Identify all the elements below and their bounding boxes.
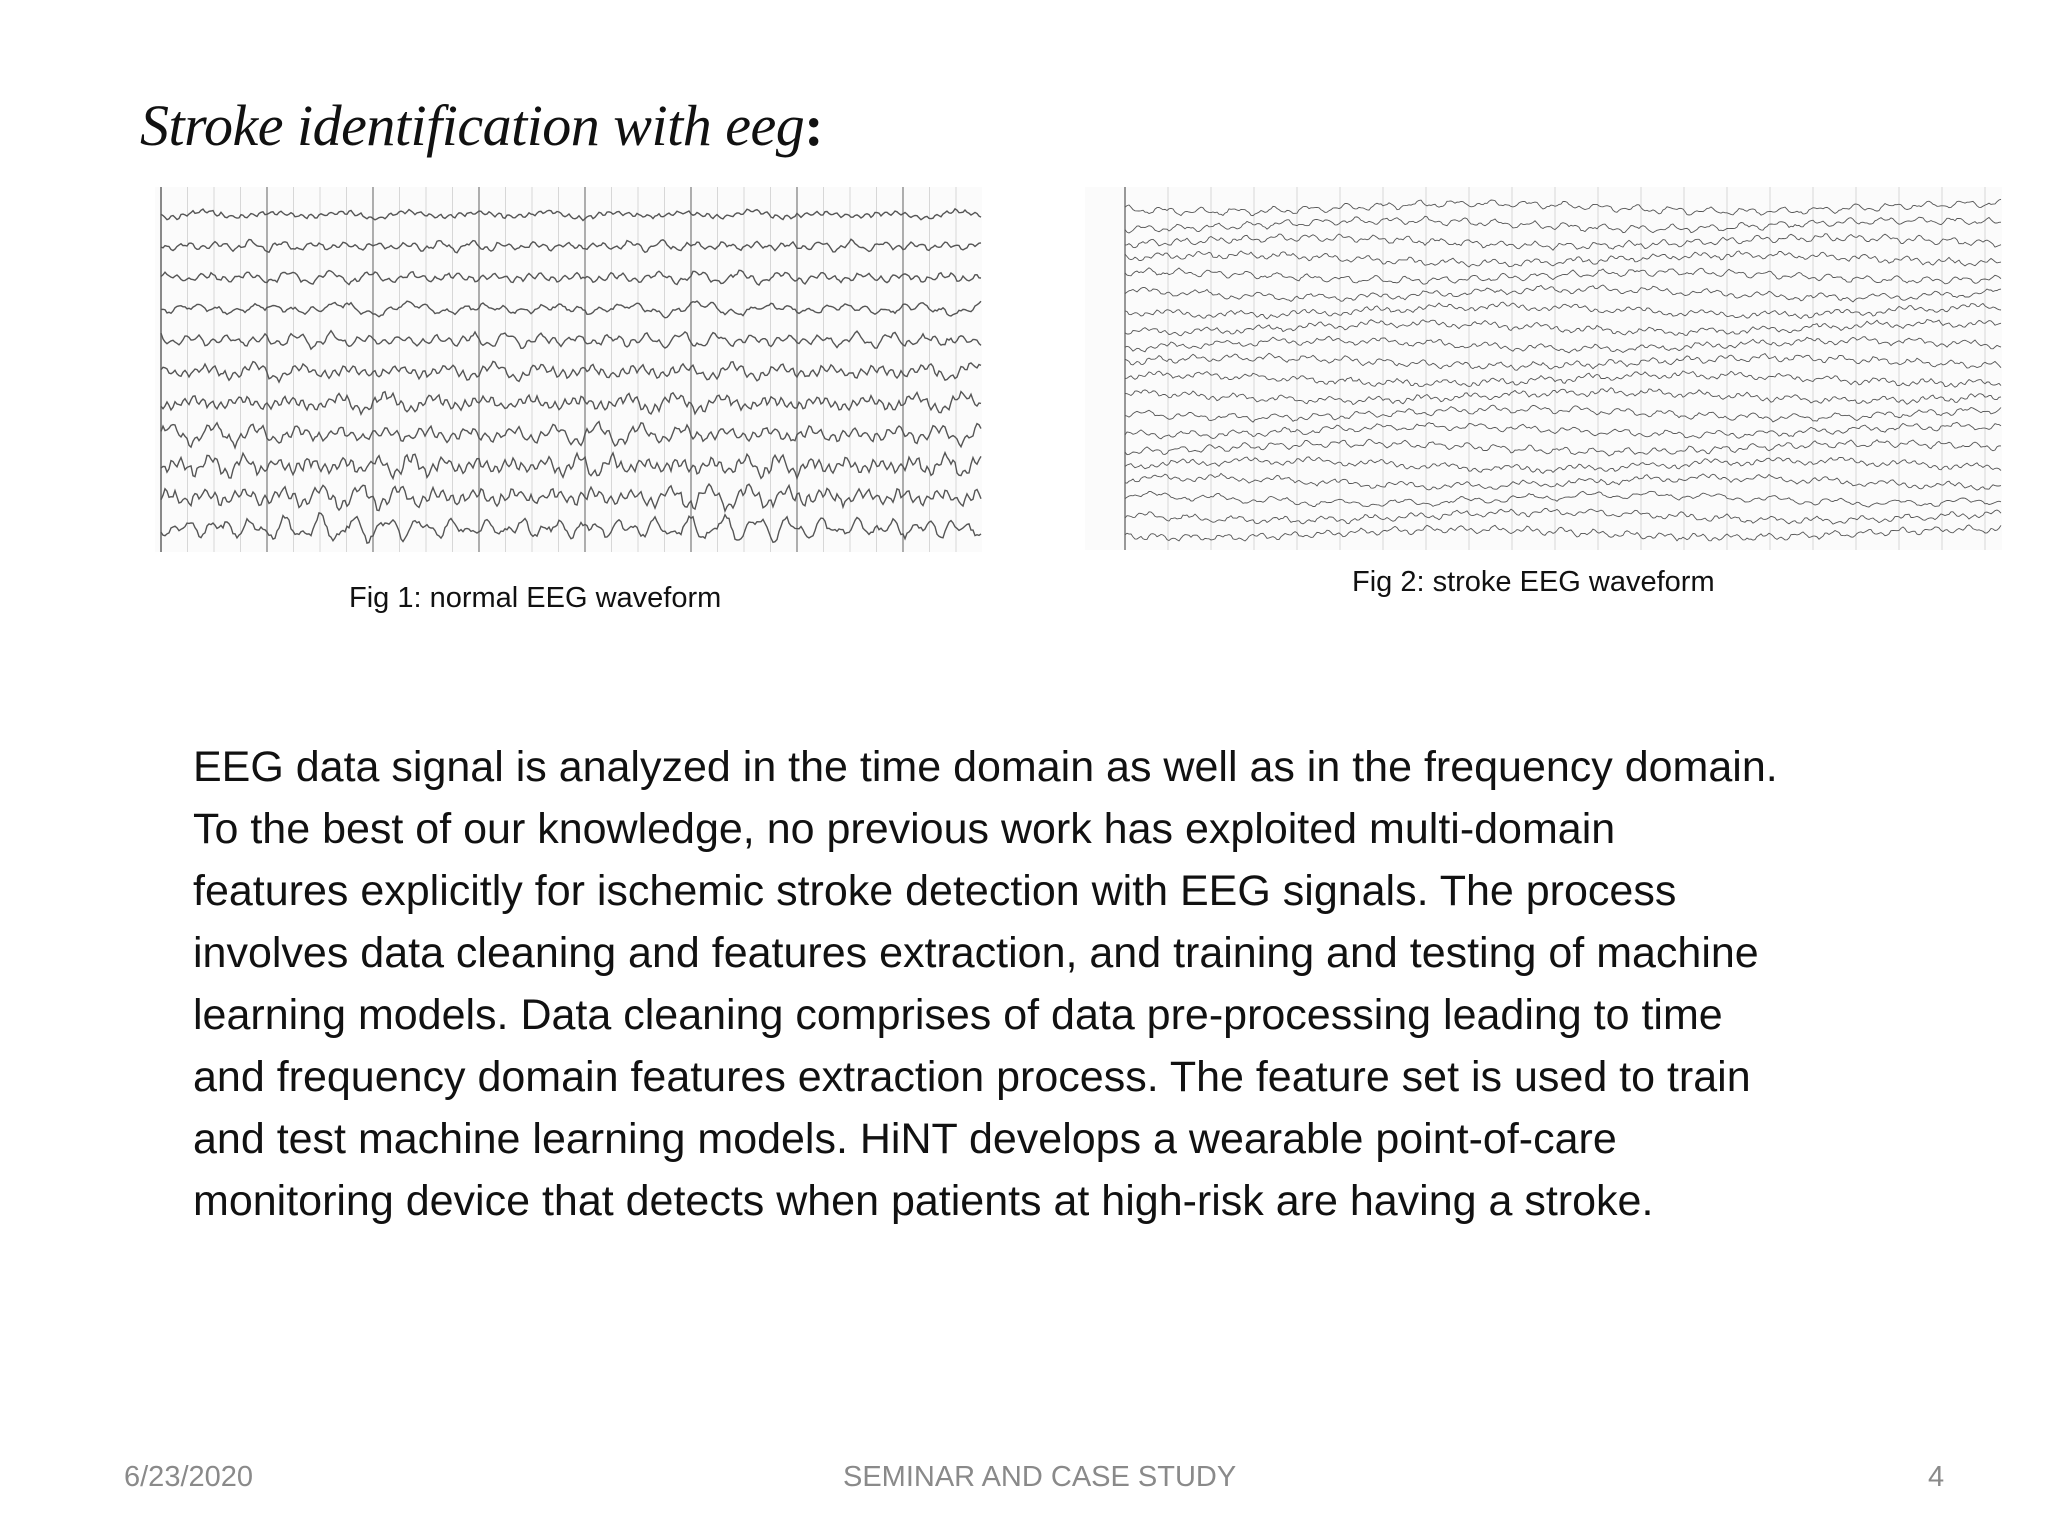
eeg-trace: [1124, 318, 2002, 337]
eeg-trace: [1124, 404, 2002, 423]
figure-normal-eeg: [155, 187, 982, 552]
eeg-trace: [1124, 250, 2002, 268]
eeg-trace: [160, 360, 982, 384]
eeg-trace: [160, 207, 982, 222]
figure-stroke-eeg: [1085, 187, 2002, 550]
footer-page-number: 4: [1928, 1461, 1945, 1493]
eeg-trace: [1124, 284, 2002, 303]
footer-date: 6/23/2020: [124, 1461, 254, 1493]
eeg-trace: [160, 512, 982, 544]
eeg-trace: [1124, 507, 2002, 525]
normal-eeg-waveform-image: [160, 187, 982, 552]
figure-2-caption: Fig 2: stroke EEG waveform: [1352, 566, 1715, 598]
eeg-trace: [160, 450, 982, 481]
eeg-trace: [160, 390, 982, 417]
eeg-trace: [1124, 524, 2002, 542]
eeg-trace: [1124, 421, 2002, 440]
eeg-trace: [160, 238, 982, 254]
figure-1-caption: Fig 1: normal EEG waveform: [349, 582, 722, 614]
eeg-trace: [1124, 198, 2002, 217]
eeg-trace: [1124, 301, 2002, 320]
eeg-trace: [1124, 267, 2002, 285]
eeg-trace: [1124, 456, 2002, 474]
body-line: and frequency domain features extraction…: [193, 1053, 1751, 1101]
eeg-trace: [1124, 387, 2002, 406]
eeg-trace: [1124, 472, 2002, 491]
eeg-trace: [1124, 352, 2002, 371]
eeg-trace: [1124, 438, 2002, 457]
body-line: monitoring device that detects when pati…: [193, 1177, 1654, 1225]
body-line: and test machine learning models. HiNT d…: [193, 1115, 1617, 1163]
stroke-eeg-waveform-image: [1124, 187, 2002, 550]
eeg-trace: [160, 482, 982, 514]
body-line: To the best of our knowledge, no previou…: [193, 805, 1616, 853]
slide-title-text: Stroke identification with eeg: [140, 93, 805, 158]
slide-title: Stroke identification with eeg:: [140, 92, 824, 159]
eeg-trace: [160, 420, 982, 450]
eeg-trace: [1124, 335, 2002, 354]
eeg-trace: [1124, 370, 2002, 388]
body-line: learning models. Data cleaning comprises…: [193, 991, 1723, 1039]
eeg-trace: [160, 269, 982, 286]
slide-title-colon: :: [804, 93, 824, 158]
body-line: EEG data signal is analyzed in the time …: [193, 743, 1778, 791]
body-line: involves data cleaning and features extr…: [193, 929, 1759, 977]
eeg-trace: [160, 329, 982, 351]
body-line: features explicitly for ischemic stroke …: [193, 867, 1677, 915]
eeg-trace: [1124, 233, 2002, 251]
body-paragraph: EEG data signal is analyzed in the time …: [193, 736, 1943, 1232]
footer-title: SEMINAR AND CASE STUDY: [843, 1461, 1237, 1493]
eeg-trace: [160, 300, 982, 319]
eeg-trace: [1124, 215, 2002, 234]
eeg-trace: [1124, 490, 2002, 508]
